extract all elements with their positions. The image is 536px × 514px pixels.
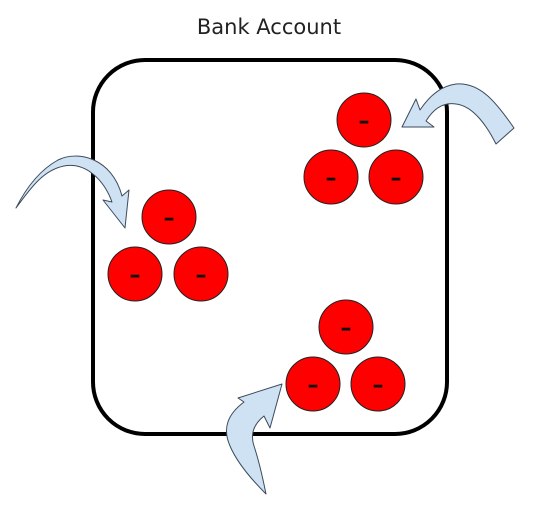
arrow-top-right [401,83,515,145]
charge-group-left: – – – [107,189,229,302]
diagram-title: Bank Account [197,15,341,39]
charge [107,246,163,302]
charge-sign: – [196,263,207,288]
charge-sign: – [341,316,352,341]
charge-sign: – [308,373,319,398]
charge-sign: – [391,166,402,191]
charge-group-top-right: – – – [303,92,424,205]
charge-sign: – [130,263,141,288]
arrow-bottom [226,383,283,495]
charge-sign: – [373,373,384,398]
charge-sign: – [164,206,175,231]
charge [318,299,374,355]
charge [173,246,229,302]
arrow-left [15,155,130,229]
charge [336,92,392,148]
charge-sign: – [359,109,370,134]
charge [303,149,359,205]
bank-account-box [91,58,449,436]
charge [368,149,424,205]
charge [350,356,406,412]
charge [141,189,197,245]
charge [285,356,341,412]
charge-sign: – [326,166,337,191]
charge-group-bottom-right: – – – [285,299,406,412]
